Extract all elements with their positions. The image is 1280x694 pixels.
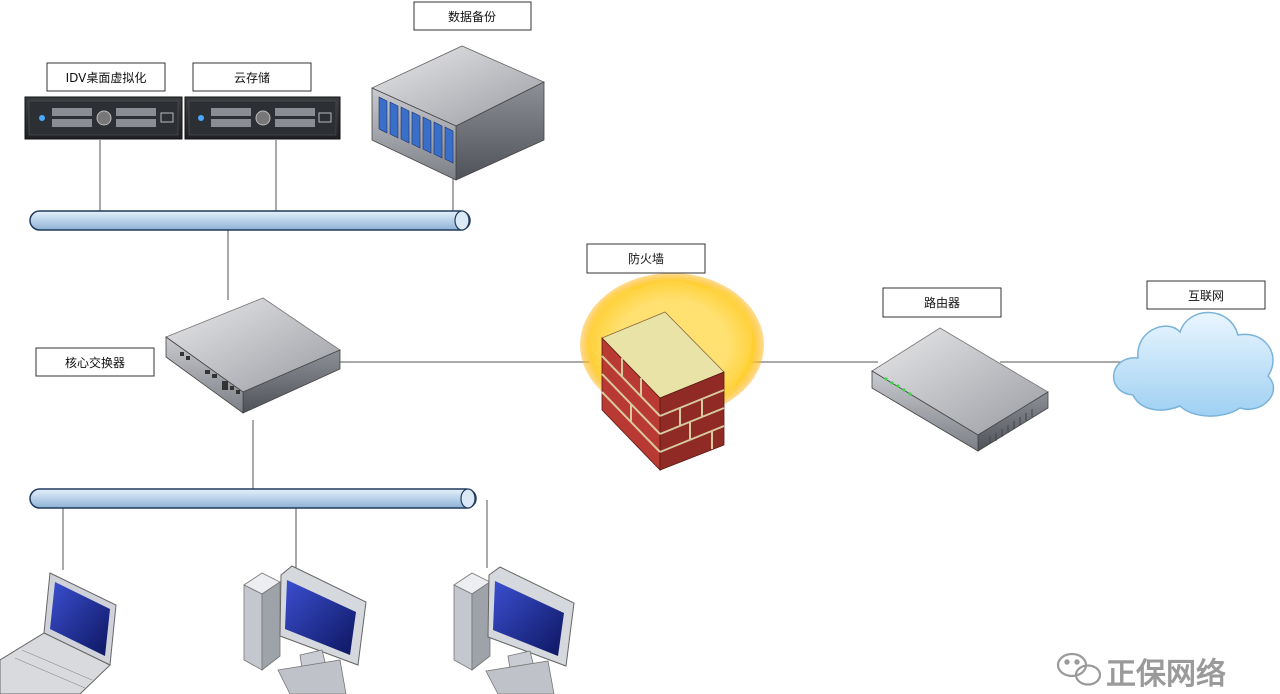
watermark-text: 正保网络: [1106, 657, 1226, 692]
rack-server-icon: [24, 96, 183, 140]
router-icon: [871, 327, 1049, 452]
server-bus: [29, 210, 471, 231]
label-router: 路由器: [882, 287, 1002, 318]
label-cloud-storage-text: 云存储: [234, 70, 270, 85]
label-cloud-storage: 云存储: [192, 62, 312, 92]
label-router-text: 路由器: [924, 295, 960, 310]
label-backup: 数据备份: [413, 1, 532, 31]
label-firewall-text: 防火墙: [628, 251, 664, 266]
watermark: 正保网络: [1056, 652, 1226, 692]
label-core-switch-text: 核心交换器: [65, 355, 125, 370]
storage-server-icon: [371, 45, 545, 181]
label-internet: 互联网: [1146, 280, 1266, 310]
desktop-computer-icon: [243, 565, 367, 694]
wechat-icon: [1056, 652, 1102, 686]
rack-server-icon: [184, 96, 341, 140]
label-idv: IDV桌面虚拟化: [46, 62, 166, 92]
label-backup-text: 数据备份: [448, 9, 496, 24]
desktop-computer-icon: [453, 566, 575, 694]
firewall-icon: [580, 273, 764, 471]
client-bus: [29, 488, 477, 509]
label-internet-text: 互联网: [1188, 289, 1224, 303]
laptop-icon: [0, 572, 117, 694]
label-idv-text: IDV桌面虚拟化: [66, 71, 147, 85]
cloud-icon: [1113, 311, 1275, 417]
switch-icon: [165, 297, 341, 414]
connection-lines: [62, 140, 1132, 570]
label-core-switch: 核心交换器: [35, 347, 155, 377]
label-firewall: 防火墙: [586, 243, 706, 274]
